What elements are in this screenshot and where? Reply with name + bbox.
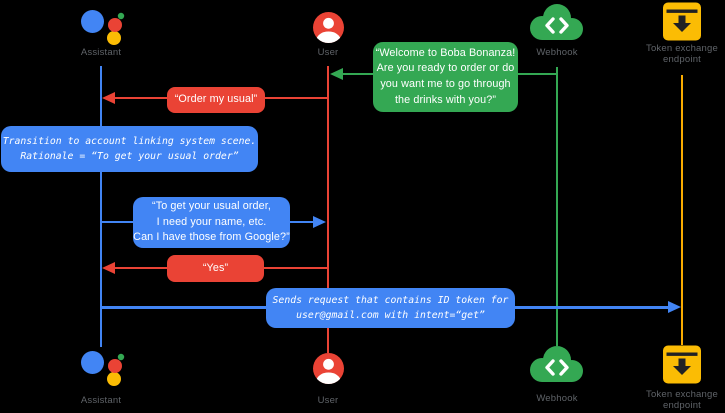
assistant-label-bottom: Assistant — [80, 395, 122, 406]
user-lifeline — [326, 66, 330, 353]
user-icon-top — [312, 12, 344, 43]
order-my-usual-bubble: “Order my usual” — [167, 87, 265, 113]
assistant-label-top: Assistant — [80, 47, 122, 58]
welcome-message-bubble: “Welcome to Boba Bonanza! Are you ready … — [373, 42, 518, 112]
sends-request-box: Sends request that contains ID token for… — [266, 288, 515, 328]
webhook-lifeline — [555, 67, 559, 346]
sends-request-arrowhead-icon — [668, 301, 681, 313]
token-exchange-icon-top — [663, 2, 701, 41]
assistant-logo-icon-bottom — [81, 351, 125, 386]
webhook-icon-bottom — [530, 346, 583, 382]
token-endpoint-label-bottom: Token exchange endpoint — [646, 389, 718, 411]
need-name-arrowhead-icon — [313, 215, 326, 228]
webhook-label-top: Webhook — [536, 47, 578, 58]
user-label-bottom: User — [317, 395, 339, 406]
need-name-bubble: “To get your usual order, I need your na… — [133, 197, 290, 248]
token-endpoint-label-top: Token exchange endpoint — [646, 43, 718, 65]
token-exchange-icon-bottom — [663, 345, 701, 384]
yes-arrowhead-icon — [102, 261, 116, 274]
user-label-top: User — [317, 47, 339, 58]
welcome-arrowhead-icon — [330, 67, 343, 80]
order-arrowhead-icon — [102, 91, 116, 104]
yes-bubble: “Yes” — [167, 255, 264, 282]
webhook-label-bottom: Webhook — [536, 393, 578, 404]
assistant-logo-icon-top — [81, 10, 125, 45]
token-endpoint-lifeline — [680, 75, 684, 345]
user-icon-bottom — [312, 353, 344, 384]
assistant-lifeline — [99, 66, 103, 347]
transition-note-box: Transition to account linking system sce… — [1, 126, 258, 172]
webhook-icon-top — [530, 4, 583, 40]
